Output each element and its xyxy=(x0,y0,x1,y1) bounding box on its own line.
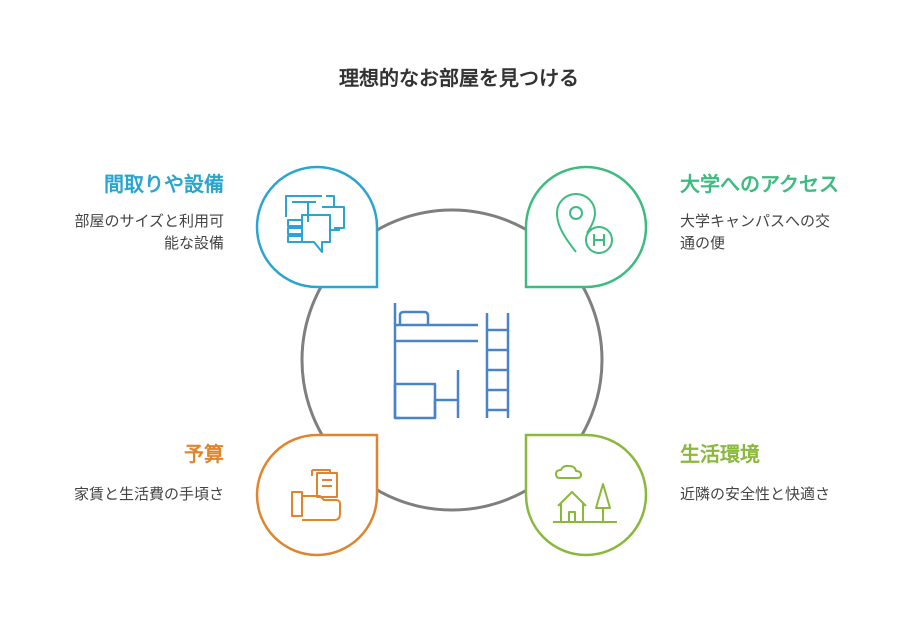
floorplan-description: 部屋のサイズと利用可 能な設備 xyxy=(74,210,224,254)
money-hand-icon xyxy=(291,469,341,521)
budget-desc-line-1: 家賃と生活費の手頃さ xyxy=(73,485,224,503)
location-pin-icon xyxy=(555,193,613,254)
diagram-title: 理想的なお部屋を見つける xyxy=(339,66,579,90)
access-node xyxy=(524,165,648,289)
environment-node xyxy=(524,433,648,557)
floorplan-node xyxy=(255,165,379,289)
environment-desc-line-1: 近隣の安全性と快適さ xyxy=(680,485,831,503)
access-desc-line-1: 大学キャンパスへの交 xyxy=(680,212,831,230)
access-heading: 大学へのアクセス xyxy=(680,172,839,196)
environment-heading: 生活環境 xyxy=(680,442,760,466)
floorplan-icon xyxy=(285,195,345,253)
budget-node xyxy=(255,433,379,557)
budget-description: 家賃と生活費の手頃さ xyxy=(74,483,224,505)
budget-heading: 予算 xyxy=(184,442,224,466)
house-tree-icon xyxy=(553,464,617,523)
center-ring xyxy=(300,208,604,512)
floorplan-desc-line-2: 能な設備 xyxy=(163,234,224,252)
floorplan-heading: 間取りや設備 xyxy=(104,172,224,196)
loft-bed-icon xyxy=(393,303,510,420)
access-desc-line-2: 通の便 xyxy=(680,234,726,252)
environment-description: 近隣の安全性と快適さ xyxy=(680,483,830,505)
floorplan-desc-line-1: 部屋のサイズと利用可 xyxy=(74,212,224,230)
access-description: 大学キャンパスへの交 通の便 xyxy=(680,210,830,254)
